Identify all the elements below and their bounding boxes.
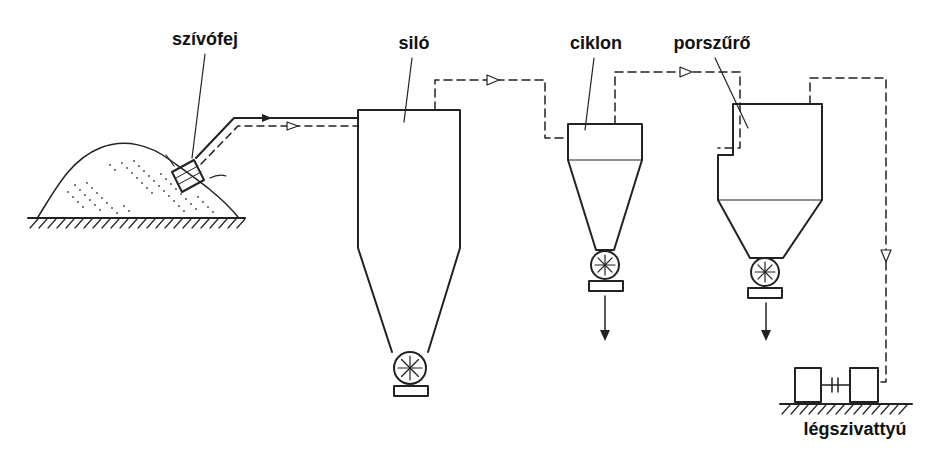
cyclone-body	[568, 124, 642, 250]
air-flow-line	[615, 72, 740, 148]
rotary-valve	[751, 258, 779, 286]
suction-head	[172, 160, 204, 192]
part-name: siló	[396, 34, 431, 54]
air-flow-line	[810, 78, 886, 382]
air-flow-line	[201, 126, 358, 164]
valve-flange	[394, 386, 428, 396]
pump-shaft	[821, 384, 850, 386]
ground-hatching	[782, 405, 907, 414]
valve-flange	[589, 281, 623, 291]
pile-texture	[67, 160, 214, 214]
leader-line	[192, 54, 748, 158]
ground-line	[780, 403, 912, 405]
part-name: ciklon	[568, 34, 624, 54]
air-flow-line	[435, 80, 568, 138]
rotary-valve	[394, 352, 426, 384]
pump-body	[850, 368, 878, 402]
pump-motor	[795, 368, 821, 402]
rotary-valve	[591, 251, 619, 279]
material-pile	[38, 143, 238, 217]
ground-hatching	[30, 219, 245, 228]
conveying-pipe	[196, 118, 358, 158]
part-name: légszivattyú	[801, 420, 908, 440]
part-name: szívófej	[170, 30, 240, 50]
silo-body	[358, 110, 460, 352]
dust-filter-body	[718, 104, 822, 258]
valve-flange	[748, 288, 782, 298]
part-name: porszűrő	[671, 34, 752, 54]
